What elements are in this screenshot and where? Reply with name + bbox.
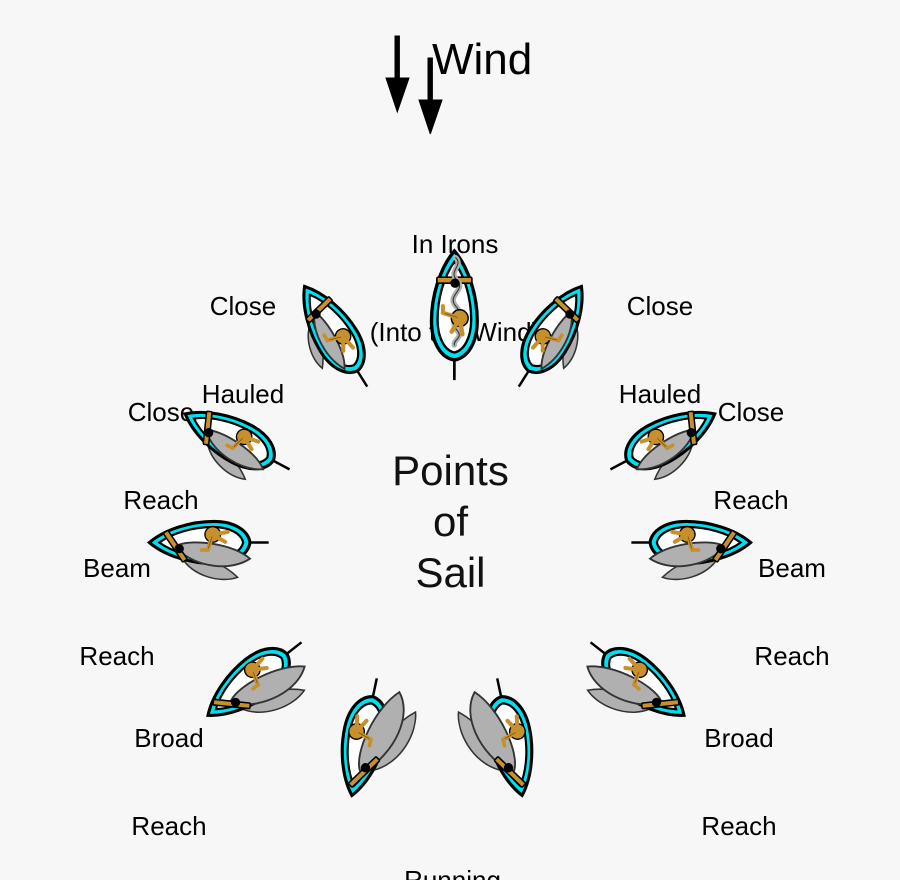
wind-label: Wind bbox=[432, 35, 533, 84]
label-beam-reach-right-line-1: Beam bbox=[758, 553, 826, 584]
boat-close-reach-left bbox=[173, 393, 291, 481]
boat-beam-reach-right bbox=[630, 519, 753, 581]
label-close-hauled-right: Close Hauled bbox=[600, 234, 720, 467]
label-close-hauled-right-line-1: Close bbox=[626, 291, 694, 322]
boat-close-reach-right bbox=[609, 393, 727, 481]
wind-arrow-down-icon bbox=[385, 35, 443, 134]
label-beam-reach-left-line-1: Beam bbox=[83, 553, 151, 584]
label-close-hauled-left-line-1: Close bbox=[209, 291, 277, 322]
label-close-reach-right-line-2: Reach bbox=[713, 484, 789, 515]
label-broad-reach-right-line-1: Broad bbox=[704, 723, 774, 754]
label-running-line-1: Running bbox=[390, 866, 515, 880]
boat-running-right bbox=[457, 677, 545, 802]
label-close-reach-left-line-2: Reach bbox=[123, 484, 199, 515]
center-title-line-2: of bbox=[432, 497, 469, 545]
label-close-reach-left: Close Reach bbox=[102, 340, 220, 573]
boat-broad-reach-left bbox=[193, 635, 306, 734]
label-close-hauled-right-line-2: Hauled bbox=[618, 378, 702, 409]
label-close-reach-left-line-1: Close bbox=[127, 397, 195, 428]
boat-beam-reach-left bbox=[147, 519, 270, 581]
label-beam-reach-left: Beam Reach bbox=[58, 496, 176, 729]
boat-in-irons bbox=[429, 249, 479, 382]
label-broad-reach-left: Broad Reach bbox=[110, 666, 228, 880]
label-running: Running bbox=[390, 808, 515, 880]
boat-close-hauled-right bbox=[509, 273, 601, 388]
center-title-line-1: Points bbox=[392, 447, 509, 494]
label-close-reach-right-line-1: Close bbox=[717, 397, 785, 428]
label-broad-reach-left-line-2: Reach bbox=[131, 810, 207, 841]
center-title-line-3: Sail bbox=[415, 548, 486, 596]
label-broad-reach-right: Broad Reach bbox=[680, 666, 798, 880]
label-close-hauled-left: Close Hauled bbox=[183, 234, 303, 467]
label-close-reach-right: Close Reach bbox=[692, 340, 810, 573]
label-close-hauled-left-line-2: Hauled bbox=[201, 378, 285, 409]
boat-broad-reach-right bbox=[586, 635, 699, 734]
label-beam-reach-left-line-2: Reach bbox=[79, 640, 155, 671]
label-beam-reach-right: Beam Reach bbox=[733, 496, 851, 729]
label-broad-reach-left-line-1: Broad bbox=[134, 723, 204, 754]
page-title: Points of Sail bbox=[348, 446, 553, 598]
label-broad-reach-right-line-2: Reach bbox=[701, 810, 777, 841]
boat-running-left bbox=[329, 677, 417, 802]
label-beam-reach-right-line-2: Reach bbox=[754, 640, 830, 671]
boat-close-hauled-left bbox=[285, 273, 377, 388]
